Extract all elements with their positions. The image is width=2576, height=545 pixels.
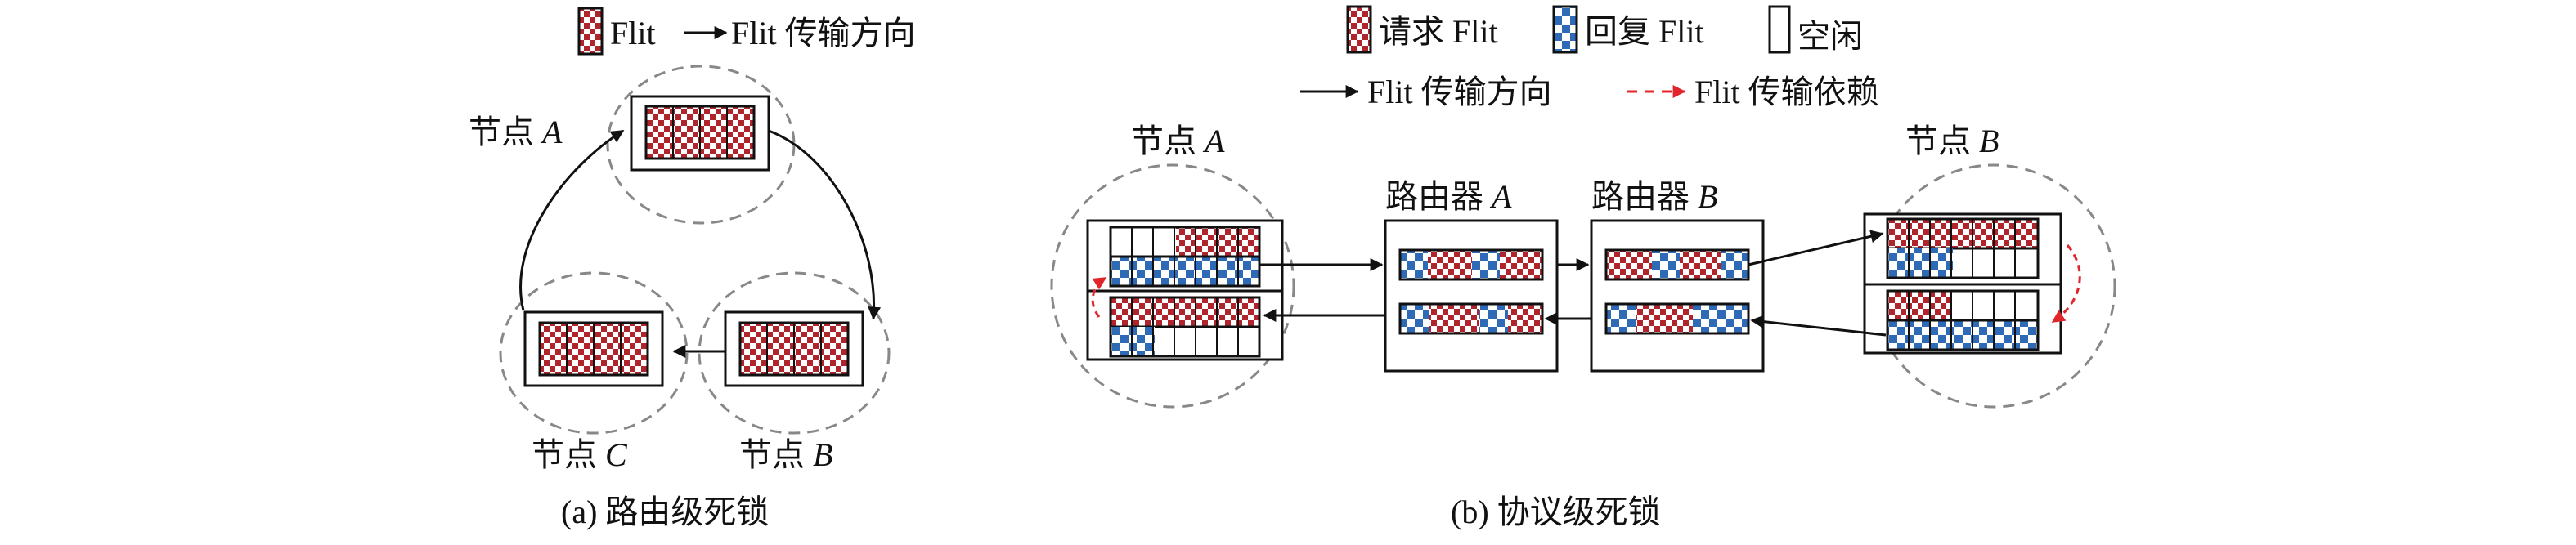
panel-b-caption: (b) 协议级死锁 — [1451, 494, 1661, 530]
legend-reply-swatch — [1552, 5, 1578, 54]
node-a-upper-queue — [1109, 226, 1261, 288]
legend-direction-label: Flit 传输方向 — [731, 15, 916, 51]
legend-reply-label: 回复 Flit — [1585, 13, 1704, 50]
node-a-box-b — [1086, 219, 1284, 361]
router-b-box — [1590, 219, 1765, 373]
node-c-box — [523, 310, 664, 387]
panel-a-legend: Flit Flit 传输方向 — [577, 7, 916, 56]
node-b-box — [724, 310, 864, 387]
panel-b-legend: 请求 Flit 回复 Flit 空闲 Flit 传输方向 Flit 传输依赖 — [1300, 5, 1879, 110]
node-a-box — [630, 95, 770, 172]
panel-b: 请求 Flit 回复 Flit 空闲 Flit 传输方向 Flit 传输依赖 — [1050, 5, 2116, 530]
node-a-lower-queue — [1109, 296, 1261, 358]
panel-a: Flit Flit 传输方向 — [469, 7, 916, 530]
arrow-nodeB-to-routerB — [1750, 315, 1887, 337]
node-c-label: 节点 C — [532, 436, 628, 473]
node-b-lower-queue — [1886, 289, 2040, 351]
arrow-a-to-b — [768, 129, 882, 320]
legend-dependency-label: Flit 传输依赖 — [1694, 74, 1879, 110]
legend-flit-swatch — [577, 7, 604, 56]
router-a-label: 路由器 A — [1385, 178, 1512, 215]
legend-request-swatch — [1346, 5, 1372, 54]
node-a-label-b: 节点 A — [1131, 123, 1225, 159]
arrow-c-to-a — [519, 129, 625, 311]
router-a-box — [1384, 219, 1559, 373]
node-c-circle — [499, 271, 689, 435]
panel-a-caption: (a) 路由级死锁 — [561, 494, 769, 530]
node-a-dependency-arrow — [1091, 276, 1107, 318]
legend-flit-label: Flit — [610, 15, 656, 51]
node-b-label-b: 节点 B — [1905, 123, 1999, 159]
node-b-box-b — [1863, 212, 2081, 355]
node-b-label: 节点 B — [739, 436, 832, 473]
legend-idle-label: 空闲 — [1797, 18, 1863, 55]
arrow-routerB-to-nodeB — [1748, 230, 1884, 266]
router-b-label: 路由器 B — [1591, 178, 1717, 215]
legend-request-label: 请求 Flit — [1379, 13, 1498, 50]
node-a-label: 节点 A — [469, 114, 563, 150]
node-b-upper-queue — [1886, 217, 2040, 279]
legend-direction-label-b: Flit 传输方向 — [1367, 74, 1552, 110]
node-a-circle-b — [1050, 163, 1295, 409]
legend-idle-swatch — [1768, 5, 1791, 54]
node-b-circle — [698, 271, 891, 435]
